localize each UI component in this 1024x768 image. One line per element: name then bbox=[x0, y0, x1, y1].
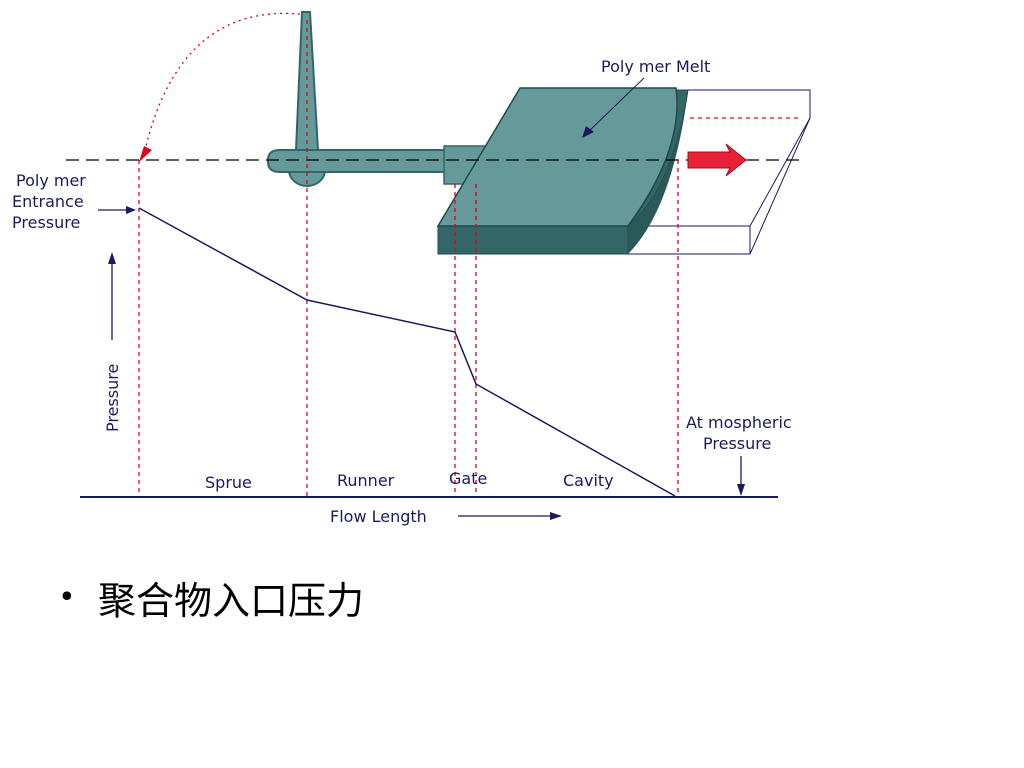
atmospheric-pointer bbox=[737, 456, 745, 496]
region-label-runner: Runner bbox=[337, 471, 395, 490]
y-axis-arrow bbox=[108, 252, 116, 340]
bullet-marker: • bbox=[58, 580, 76, 615]
entrance-pointer bbox=[98, 206, 136, 214]
runner-shape bbox=[267, 149, 457, 173]
bullet-text: 聚合物入口压力 bbox=[98, 579, 365, 623]
region-label-cavity: Cavity bbox=[563, 471, 614, 490]
pressure-curve bbox=[138, 207, 676, 497]
y-axis-label: Pressure bbox=[103, 364, 122, 432]
region-guides bbox=[138, 20, 679, 496]
polymer-melt-pointer bbox=[582, 77, 645, 138]
atmospheric-label-line2: Pressure bbox=[703, 434, 771, 453]
flow-length-arrow bbox=[458, 512, 562, 520]
flow-arrow bbox=[687, 143, 747, 177]
region-label-gate: Gate bbox=[449, 469, 487, 488]
region-label-sprue: Sprue bbox=[205, 473, 252, 492]
atmospheric-label-line1: At mospheric bbox=[686, 413, 792, 432]
entrance-curve-arrow bbox=[139, 12, 301, 162]
bullet-item: • 聚合物入口压力 bbox=[58, 570, 364, 625]
pressure-drop-diagram: Poly mer Melt Poly mer Entrance Pressure… bbox=[12, 11, 811, 526]
polymer-melt-plate bbox=[436, 87, 689, 255]
entrance-label-line2: Entrance bbox=[12, 192, 84, 211]
entrance-label-line3: Pressure bbox=[12, 213, 80, 232]
polymer-melt-label: Poly mer Melt bbox=[601, 57, 710, 76]
entrance-label-line1: Poly mer bbox=[16, 171, 86, 190]
x-axis-label: Flow Length bbox=[330, 507, 427, 526]
